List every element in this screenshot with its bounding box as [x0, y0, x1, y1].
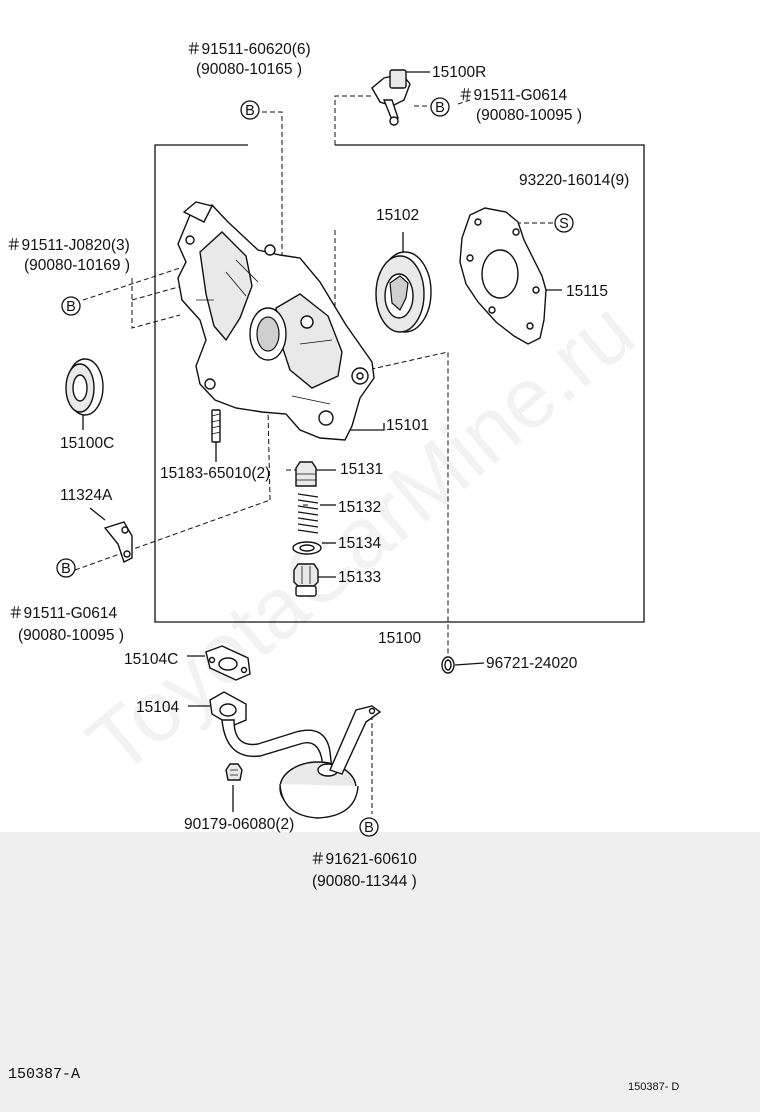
oil-pump-cover-15115: [459, 207, 547, 345]
relief-spring-15132: [297, 493, 319, 534]
label-15100C: 15100C: [60, 435, 114, 452]
label-15100R: 15100R: [432, 64, 486, 81]
label-90080-10095-top: (90080-10095 ): [476, 107, 582, 124]
label-90080-10165: (90080-10165 ): [196, 61, 302, 78]
label-91511-G0614-top: ＃91511-G0614: [458, 87, 568, 104]
diagram-code-right: 150387- D: [628, 1081, 680, 1093]
gasket-15134: [292, 541, 322, 555]
reference-bubble-b5: B: [359, 817, 379, 837]
label-15183-65010: 15183-65010(2): [160, 465, 270, 482]
label-91621-60610: ＃91621-60610: [310, 851, 417, 868]
label-15104: 15104: [136, 699, 179, 716]
reference-bubble-b1: B: [240, 100, 260, 120]
label-91511-60620: ＃91511-60620(6): [186, 41, 311, 58]
label-15102: 15102: [376, 207, 419, 224]
label-11324A: 11324A: [60, 487, 113, 504]
reference-bubble-b2: B: [430, 97, 450, 117]
label-90080-11344: (90080-11344 ): [312, 873, 417, 890]
label-96721-24020: 96721-24020: [486, 655, 578, 672]
diagram-code-left: 150387-A: [8, 1066, 81, 1083]
oil-pump-rotor-15102: [375, 251, 432, 333]
svg-text:B: B: [66, 299, 76, 315]
oil-strainer-15104: [209, 691, 382, 819]
label-15115: 15115: [566, 283, 608, 300]
svg-text:B: B: [61, 561, 71, 577]
reference-bubble-b4: B: [56, 558, 76, 578]
label-90080-10169: (90080-10169 ): [24, 257, 130, 274]
reference-bubble-s1: S: [554, 213, 574, 233]
stud-15183: [211, 409, 221, 443]
o-ring-96721: [441, 656, 455, 674]
lower-background-band: [0, 832, 760, 1112]
label-90179-06080: 90179-06080(2): [184, 816, 294, 833]
oil-seal-15100C: [65, 358, 104, 416]
svg-text:B: B: [245, 103, 255, 119]
label-93220-16014: 93220-16014(9): [519, 172, 629, 189]
relief-valve-15131: [295, 461, 317, 487]
label-15133: 15133: [338, 569, 381, 586]
label-15101: 15101: [386, 417, 429, 434]
nut-90179: [225, 763, 243, 781]
bracket-11324A: [103, 521, 133, 563]
oil-pump-body-15101: [177, 201, 375, 441]
label-91511-G0614-left: ＃91511-G0614: [8, 605, 118, 622]
label-15104C: 15104C: [124, 651, 178, 668]
svg-text:B: B: [435, 100, 445, 116]
reference-bubble-b3: B: [61, 296, 81, 316]
solid-leaders: [82, 71, 562, 812]
label-90080-10095-left: (90080-10095 ): [18, 627, 124, 644]
part-labels: ＃91511-60620(6) (90080-10165 ) 15100R ＃9…: [6, 41, 629, 890]
label-91511-J0820: ＃91511-J0820(3): [6, 237, 130, 254]
assembly-frame: [154, 144, 645, 623]
label-15132: 15132: [338, 499, 381, 516]
label-15131: 15131: [340, 461, 383, 478]
label-15134: 15134: [338, 535, 381, 552]
plug-15133: [293, 563, 319, 597]
oil-pressure-switch-15100R: [371, 69, 411, 126]
svg-text:S: S: [559, 216, 569, 232]
strainer-gasket-15104C: [205, 645, 251, 681]
svg-text:B: B: [364, 820, 374, 836]
label-15100: 15100: [378, 630, 421, 647]
